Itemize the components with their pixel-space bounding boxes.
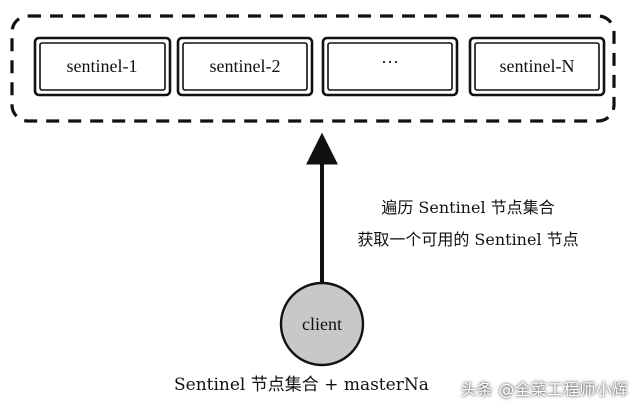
sentinel-node-1: sentinel-1	[33, 36, 172, 97]
sentinel-node-n-label: sentinel-N	[500, 56, 575, 76]
sentinel-node-n-inner-box	[474, 42, 600, 91]
sentinel-node-ellipsis-box	[321, 36, 459, 97]
sentinel-node-2-label: sentinel-2	[210, 56, 281, 76]
sentinel-node-ellipsis-label: ···	[381, 52, 399, 72]
sentinel-node-1-inner-box	[39, 42, 166, 91]
sentinel-group-dashed-border	[10, 14, 616, 123]
sentinel-node-1-box	[33, 36, 172, 97]
sentinel-node-ellipsis-inner-box	[327, 42, 453, 91]
annotation-line-1: 遍历 Sentinel 节点集合	[381, 198, 554, 217]
client-label: client	[302, 314, 342, 334]
sentinel-node-2: sentinel-2	[176, 36, 314, 97]
sentinel-node-2-box	[176, 36, 314, 97]
bottom-caption: Sentinel 节点集合 + masterNa	[174, 375, 429, 395]
sentinel-node-ellipsis: ···	[321, 36, 459, 97]
client-node: client	[279, 281, 365, 367]
sentinel-node-n: sentinel-N	[468, 36, 606, 97]
sentinel-node-1-label: sentinel-1	[67, 56, 138, 76]
sentinel-node-2-inner-box	[182, 42, 308, 91]
client-circle	[279, 281, 365, 367]
sentinel-node-n-box	[468, 36, 606, 97]
annotation-line-2: 获取一个可用的 Sentinel 节点	[357, 230, 578, 249]
